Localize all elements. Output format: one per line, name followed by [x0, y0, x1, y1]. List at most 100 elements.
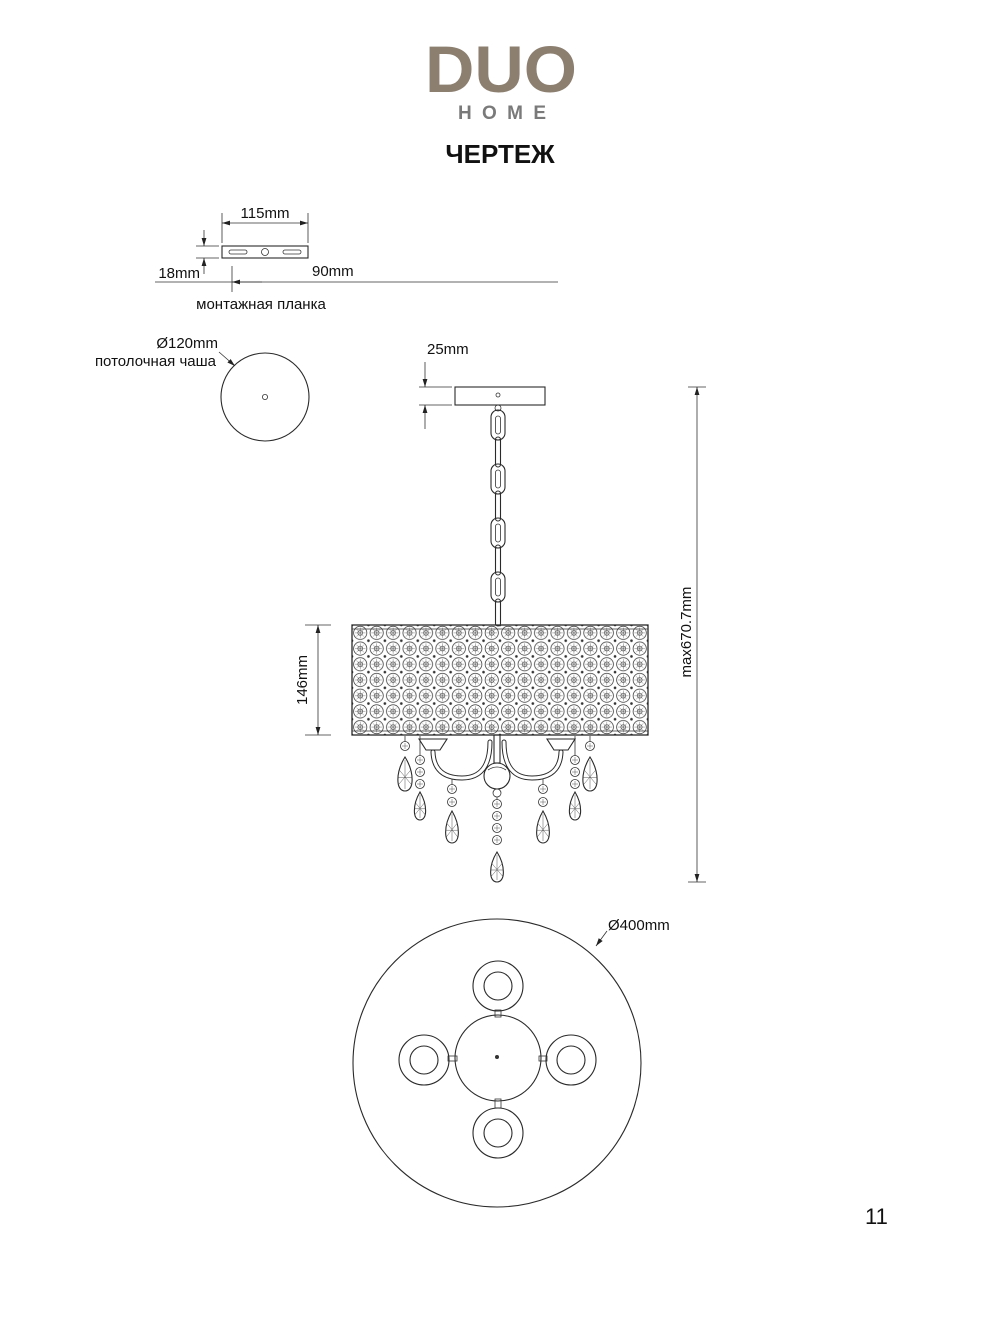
chain-link: [490, 571, 506, 603]
crystal-drop: [445, 809, 459, 844]
logo-wordmark: DUO: [425, 32, 577, 106]
dim-label-plate-height: 18mm: [158, 265, 200, 282]
crystal-bead: [400, 741, 410, 751]
crystal-drop-facets: [445, 814, 459, 841]
crystal-drop-facets: [414, 795, 426, 818]
center-finial: [492, 788, 502, 798]
crystal-drop: [413, 790, 427, 821]
dim-label-ceiling-cup-diameter: Ø120mm: [156, 335, 218, 352]
arm-cup-left-inner: [409, 1045, 439, 1075]
crystal-bead: [570, 767, 580, 777]
dim-label-total-height: max670.7mm: [678, 587, 695, 678]
crystal-bead: [585, 741, 595, 751]
crystal-drop-facets: [569, 795, 581, 818]
chain-link: [494, 544, 502, 576]
crystal-bead-facet: [449, 786, 455, 792]
crystal-bead-facet: [587, 743, 593, 749]
crystal-bead-facet: [494, 801, 500, 807]
crystal-bead-facet: [494, 813, 500, 819]
ceiling-cup-outline: [220, 352, 310, 442]
side-view-drawing: 25mm 146mm max670.7mm: [294, 341, 706, 883]
candle-cup-left: [417, 738, 449, 751]
crystal-bead-facet: [572, 769, 578, 775]
mounting-plate-outline: [221, 245, 309, 259]
mounting-center-hole: [261, 248, 269, 256]
crystal-drop: [568, 790, 582, 821]
arm-left-inner: [431, 740, 492, 780]
center-hub-dot: [495, 1055, 499, 1059]
ceiling-cup-caption: потолочная чаша: [95, 353, 217, 370]
arm-cup-bottom-inner: [483, 1118, 513, 1148]
crystal-drop: [536, 809, 550, 844]
crystal-bead: [492, 835, 502, 845]
crystal-bead-facet: [417, 757, 423, 763]
brand-logo: DUO HOME: [425, 32, 577, 124]
arm-connector-right: [538, 1055, 548, 1062]
dim-label-canopy-height: 25mm: [427, 341, 469, 358]
chain-link-opening: [495, 415, 501, 435]
chain-link: [494, 490, 502, 522]
arm-cup-top: [472, 960, 524, 1012]
crystal-bead: [492, 823, 502, 833]
crystal-bead-facet: [449, 799, 455, 805]
crystal-bead: [415, 779, 425, 789]
arm-cup-left: [398, 1034, 450, 1086]
crystal-bead-facet: [417, 769, 423, 775]
mounting-plate-caption: монтажная планка: [196, 296, 326, 313]
crystal-drop: [490, 850, 504, 883]
mounting-plate-drawing: 115mm 18mm 90mm монтажная планка: [155, 205, 558, 313]
crystal-bead-facet: [402, 743, 408, 749]
crystal-bead-facet: [494, 837, 500, 843]
crystal-bead-facet: [540, 786, 546, 792]
center-stem: [493, 734, 501, 764]
page-number: 11: [865, 1204, 888, 1229]
chain-link-opening: [495, 523, 501, 543]
arm-cup-bottom: [472, 1107, 524, 1159]
crystal-drop-facets: [398, 760, 412, 789]
suspension-chain: [490, 409, 506, 627]
center-hub: [454, 1014, 542, 1102]
lamp-shade-lattice: [351, 624, 649, 736]
canopy: [454, 386, 546, 406]
bottom-view-drawing: Ø400mm: [352, 917, 670, 1208]
crystal-bead: [538, 797, 548, 807]
shade-outline-bottom-view: [352, 918, 642, 1208]
crystal-bead-facet: [417, 781, 423, 787]
arm-connector-bottom: [494, 1098, 502, 1109]
arm-connector-top: [494, 1009, 502, 1018]
dim-label-shade-diameter: Ø400mm: [608, 917, 670, 934]
crystal-bead: [415, 755, 425, 765]
crystal-drop: [397, 755, 413, 792]
chain-link: [490, 409, 506, 441]
crystal-bead-facet: [572, 781, 578, 787]
center-sphere-highlight: [487, 766, 507, 771]
canopy-screw: [495, 392, 501, 398]
dim-label-hole-spacing: 90mm: [312, 263, 354, 280]
arm-right-inner: [502, 740, 563, 780]
ceiling-cup-drawing: Ø120mm потолочная чаша: [95, 335, 310, 442]
crystal-bead: [492, 811, 502, 821]
chain-link: [494, 598, 502, 627]
crystal-bead: [492, 799, 502, 809]
dim-label-shade-height: 146mm: [294, 655, 311, 705]
crystal-pendants: [397, 736, 598, 883]
mounting-slot-left: [228, 249, 248, 255]
arm-cup-right-inner: [556, 1045, 586, 1075]
chain-link: [490, 463, 506, 495]
crystal-drop-facets: [536, 814, 550, 841]
crystal-drop-facets: [583, 760, 597, 789]
arm-cup-top-inner: [483, 971, 513, 1001]
dim-label-plate-width: 115mm: [241, 205, 290, 222]
page-title: ЧЕРТЕЖ: [445, 139, 555, 169]
arm-cup-right: [545, 1034, 597, 1086]
logo-subtitle: HOME: [458, 103, 546, 124]
chain-link-opening: [495, 469, 501, 489]
ceiling-cup-center-hole: [261, 393, 268, 400]
chain-link: [490, 517, 506, 549]
canopy-eyelet: [494, 404, 502, 412]
crystal-bead: [570, 755, 580, 765]
crystal-bead: [415, 767, 425, 777]
leader-line-shade-diameter: [595, 930, 608, 947]
chain-link-opening: [495, 577, 501, 597]
